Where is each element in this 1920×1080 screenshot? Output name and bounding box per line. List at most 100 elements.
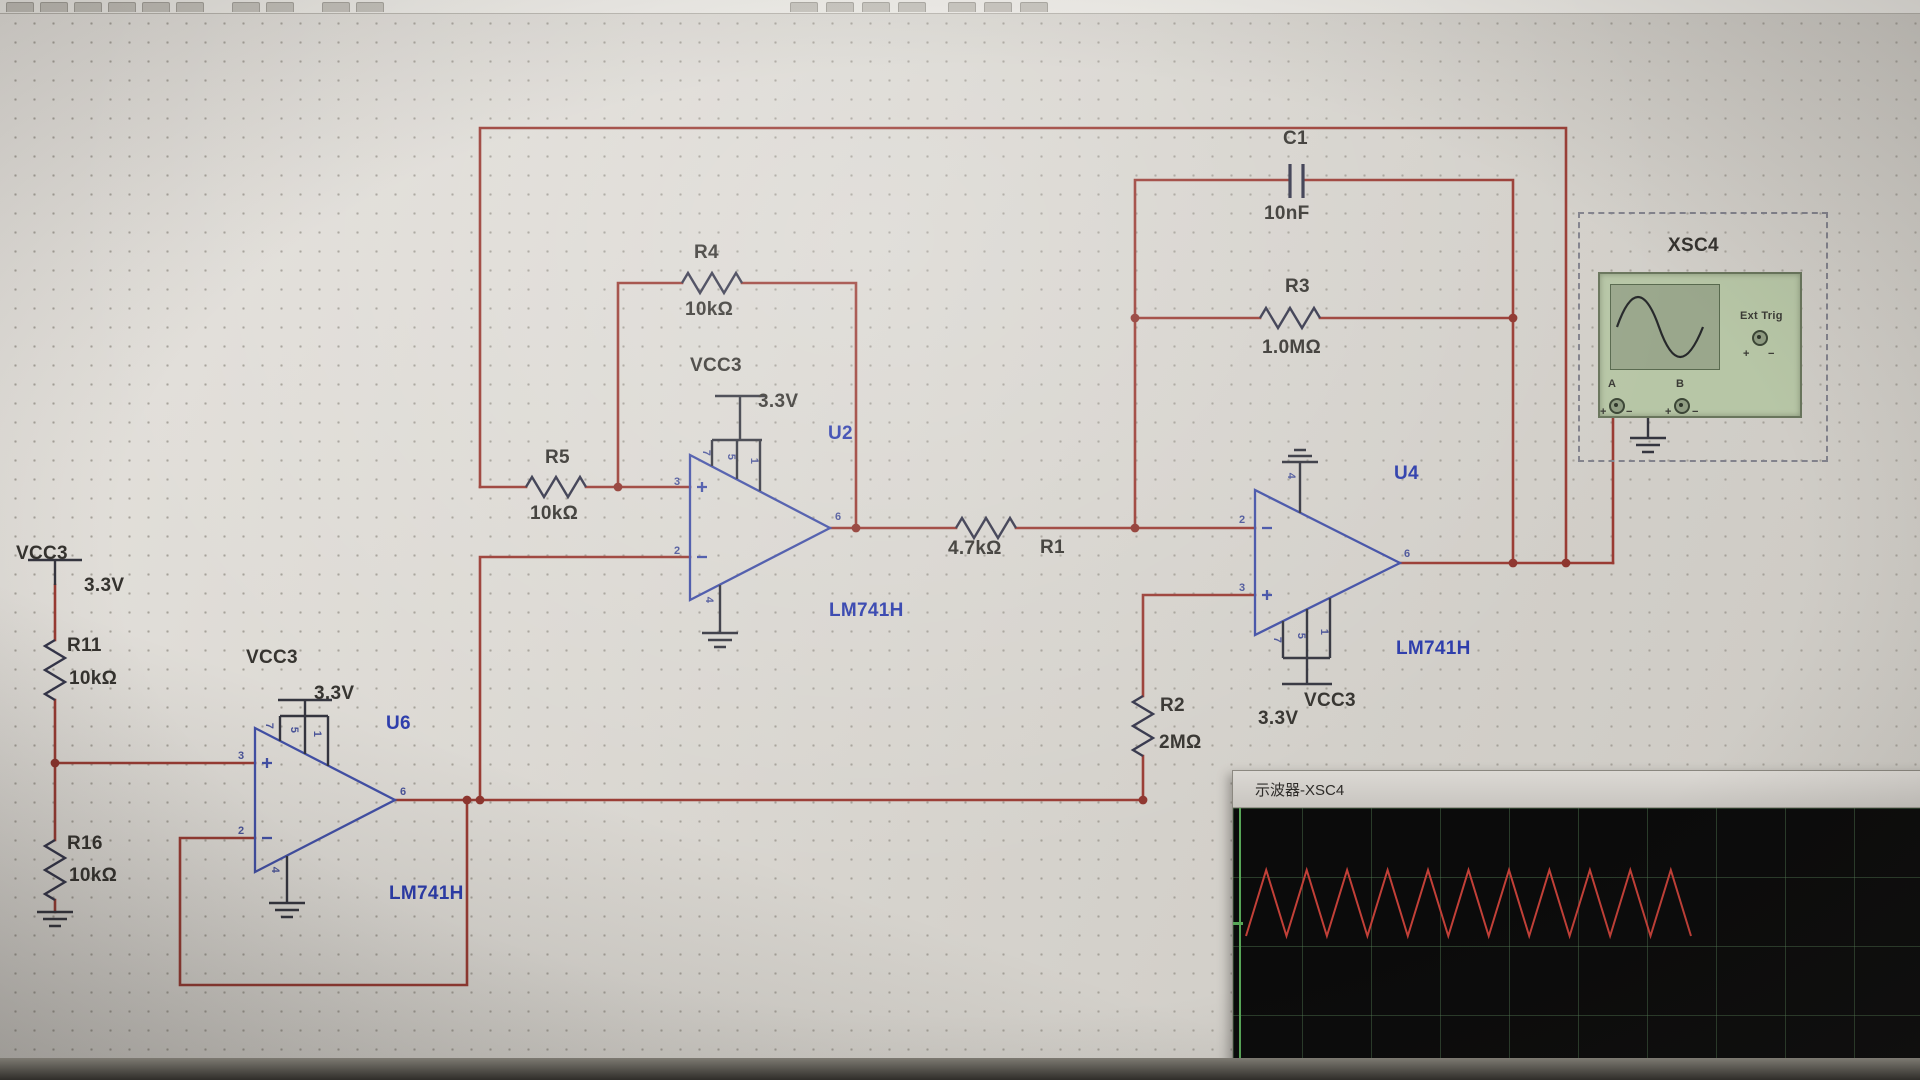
u6-pin2: 2 <box>238 825 245 837</box>
junction-dot <box>462 795 472 805</box>
oscilloscope-window-title: 示波器-XSC4 <box>1255 781 1345 799</box>
channel-b-terminal[interactable] <box>1674 398 1690 414</box>
wire-r4-branch[interactable] <box>616 281 858 530</box>
label-xsc4-ref: XSC4 <box>1668 235 1719 256</box>
channel-b-minus: − <box>1692 406 1699 418</box>
toolbar-icon-2[interactable] <box>40 2 68 12</box>
channel-a-terminal[interactable] <box>1609 398 1625 414</box>
toolbar-icon-7[interactable] <box>232 2 260 12</box>
scope-trigger-marker[interactable] <box>1233 922 1243 925</box>
label-r3-val: 1.0MΩ <box>1262 337 1321 358</box>
toolbar-icon-16[interactable] <box>984 2 1012 12</box>
label-r16-val: 10kΩ <box>69 865 118 886</box>
label-r3-ref: R3 <box>1285 276 1310 297</box>
sine-wave-icon <box>1615 295 1705 359</box>
oscilloscope-instrument-xsc4[interactable]: Ext Trig + − A B + − + − <box>1598 272 1802 418</box>
u4-pin6: 6 <box>1404 548 1411 560</box>
ground-symbol-left[interactable] <box>37 910 73 928</box>
label-u4-part: LM741H <box>1396 638 1471 659</box>
u4-pin5: 5 <box>1295 632 1308 640</box>
resistor-R2[interactable] <box>1130 694 1156 758</box>
resistor-R5[interactable] <box>524 474 588 500</box>
label-vcc-u4-net: VCC3 <box>1304 690 1356 711</box>
label-u4-ref: U4 <box>1394 463 1419 484</box>
resistor-R1[interactable] <box>954 515 1018 541</box>
vcc-symbol-left[interactable] <box>28 558 82 585</box>
toolbar-icon-5[interactable] <box>142 2 170 12</box>
label-u6-part: LM741H <box>389 883 464 904</box>
u4-pin2: 2 <box>1239 514 1246 526</box>
toolbar-icon-10[interactable] <box>356 2 384 12</box>
u2-ground-pin <box>702 585 738 649</box>
oscilloscope-window-titlebar[interactable]: 示波器-XSC4 <box>1233 771 1920 808</box>
u2-pin2: 2 <box>674 545 681 557</box>
monitor-bezel <box>0 1058 1920 1080</box>
junction-dots <box>50 313 1571 805</box>
u2-pin4: 4 <box>703 596 716 604</box>
ext-trig-minus: − <box>1768 348 1775 360</box>
channel-b-plus: + <box>1665 406 1672 418</box>
label-vcc-u6-volt: 3.3V <box>314 683 355 704</box>
ground-symbol-xsc4[interactable] <box>1630 414 1666 454</box>
scope-trace <box>1245 866 1692 940</box>
u6-pin5: 5 <box>288 726 301 734</box>
u6-pin7: 7 <box>263 722 276 730</box>
channel-a-minus: − <box>1626 406 1633 418</box>
toolbar-icon-1[interactable] <box>6 2 34 12</box>
junction-dot <box>475 795 485 805</box>
opamp-U4[interactable] <box>1253 448 1403 686</box>
plus-sign <box>697 482 707 492</box>
capacitor-C1[interactable] <box>1288 164 1305 198</box>
u6-ground-pin <box>269 856 305 919</box>
resistor-R3[interactable] <box>1258 305 1322 331</box>
plus-sign <box>262 758 272 768</box>
wire-r2-leads[interactable] <box>1141 593 1257 802</box>
label-vcc-left-volt: 3.3V <box>84 575 125 596</box>
toolbar-icon-9[interactable] <box>322 2 350 12</box>
label-r4-ref: R4 <box>694 242 719 263</box>
wire-top-feedback[interactable] <box>478 126 1568 565</box>
junction-dot <box>613 482 623 492</box>
plus-sign <box>1262 590 1272 600</box>
u2-pin7: 7 <box>700 449 713 457</box>
label-vcc-u4-volt: 3.3V <box>1258 708 1299 729</box>
channel-b-label: B <box>1676 378 1685 390</box>
resistor-R11[interactable] <box>42 638 68 702</box>
opamp-U6[interactable] <box>253 698 398 919</box>
label-vcc-u2-volt: 3.3V <box>758 391 799 412</box>
instrument-mini-display <box>1610 284 1720 370</box>
toolbar-icon-4[interactable] <box>108 2 136 12</box>
toolbar-icon-13[interactable] <box>862 2 890 12</box>
resistor-R4[interactable] <box>680 270 744 296</box>
label-c1-val: 10nF <box>1264 203 1310 224</box>
u2-pin3: 3 <box>674 476 681 488</box>
label-vcc-left-net: VCC3 <box>16 543 68 564</box>
ext-trig-terminal[interactable] <box>1752 330 1768 346</box>
toolbar-icon-15[interactable] <box>948 2 976 12</box>
toolbar-icon-11[interactable] <box>790 2 818 12</box>
resistor-R16[interactable] <box>42 838 68 902</box>
toolbar-icon-12[interactable] <box>826 2 854 12</box>
toolbar-icon-3[interactable] <box>74 2 102 12</box>
label-r16-ref: R16 <box>67 833 103 854</box>
u2-power-pins <box>710 394 765 491</box>
label-r11-val: 10kΩ <box>69 668 118 689</box>
label-r1-val: 4.7kΩ <box>948 538 1002 559</box>
u4-top-ground <box>1282 448 1318 513</box>
u6-pin3: 3 <box>238 750 245 762</box>
selection-box <box>1578 212 1828 462</box>
toolbar-icon-8[interactable] <box>266 2 294 12</box>
wire-u2-minus-input[interactable] <box>478 555 692 802</box>
label-u6-ref: U6 <box>386 713 411 734</box>
top-toolbar <box>0 0 1920 14</box>
label-r1-ref: R1 <box>1040 537 1065 558</box>
label-r2-val: 2MΩ <box>1159 732 1202 753</box>
opamp-U2[interactable] <box>688 394 833 649</box>
toolbar-icon-14[interactable] <box>898 2 926 12</box>
wire-c1-branch[interactable] <box>1133 178 1515 565</box>
label-r11-ref: R11 <box>67 635 102 656</box>
wire-u6-feedback[interactable] <box>178 798 469 987</box>
toolbar-icon-17[interactable] <box>1020 2 1048 12</box>
toolbar-icon-6[interactable] <box>176 2 204 12</box>
